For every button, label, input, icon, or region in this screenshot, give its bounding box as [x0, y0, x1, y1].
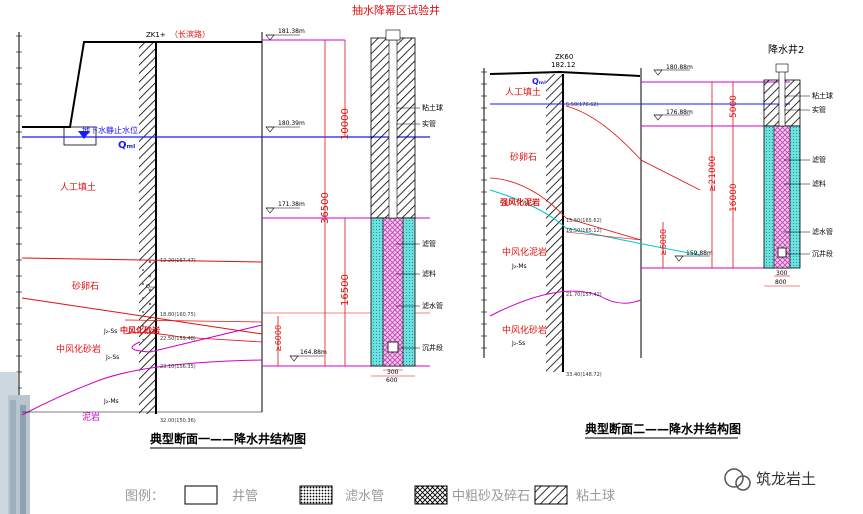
well-2-label-filter: 滤料	[812, 179, 826, 188]
boring-note: 12.20(167.47)	[160, 258, 196, 264]
top-elev: 182.12	[551, 61, 576, 69]
elevation-scale-right	[481, 68, 487, 358]
layer-fill-label: 人工填土	[60, 181, 96, 193]
boring-note-2: 15.50(165.62)	[566, 218, 602, 224]
q-label-mid: Qₘₗ	[146, 284, 154, 290]
water-level-label: 地下水静止水位	[82, 125, 138, 135]
layer-sandstone-label: 中风化砂岩	[56, 343, 101, 355]
section-2: ZK60 182.12 Qₘₗ 人工填土 砂卵石 强风化泥岩 中风化泥岩 中风化…	[481, 43, 833, 439]
borehole-column-hatch	[139, 42, 155, 414]
watermark-text: 筑龙岩土	[756, 470, 816, 488]
dim-16500: 16500	[340, 274, 351, 306]
layer2-sandstone-label: 中风化砂岩	[502, 324, 547, 336]
well-2-dim-300: 300	[776, 270, 788, 277]
legend-label-sand: 中粗砂及碎石	[452, 489, 530, 504]
well-1-dim-300: 300	[387, 369, 399, 376]
dim-36500: 36500	[320, 192, 331, 224]
layer2-fill-label: 人工填土	[505, 86, 541, 98]
well-2-label-sump: 沉井段	[812, 249, 833, 258]
section-1-title: 典型断面一——降水井结构图	[150, 431, 306, 446]
strata-code-2: J₂-Ss	[511, 340, 525, 347]
elevation-label-2: 176.88m	[666, 109, 693, 116]
ground-surface-line-2	[489, 70, 641, 77]
ground-surface-line	[22, 41, 262, 128]
watermark: 筑龙岩土	[724, 468, 816, 491]
boring-note: 32.00(150.36)	[160, 418, 196, 424]
layer-gravel-label: 砂卵石	[72, 280, 99, 292]
water-level-marker	[78, 131, 90, 139]
well-1-label-clayball: 粘土球	[422, 103, 443, 112]
boring-note-2: 21.70(157.42)	[566, 292, 602, 298]
elevation-marker-1: 181.38m	[262, 28, 345, 41]
boring-note-2: 5.50(176.62)	[566, 102, 599, 108]
boring-note: 23.10(156.35)	[160, 364, 196, 370]
dim-16000: 16000	[729, 183, 739, 212]
legend-label-clay: 粘土球	[576, 489, 615, 504]
pit-box	[63, 126, 97, 146]
well-2-label-screen: 滤管	[812, 155, 826, 164]
elevation-marker-2: 180.39m	[265, 120, 305, 133]
strata-code: J₂-Ss	[103, 328, 117, 335]
boring-note-2: 33.40(148.72)	[566, 372, 602, 378]
legend-swatch-clay	[534, 485, 568, 505]
well-1: 抽水降幂区试验井 300 600 粘土球 实管 滤管 滤料 滤水管 沉井段	[352, 3, 443, 384]
legend-swatch-pipe	[184, 485, 218, 505]
well-2-label-filterpipe: 滤水管	[812, 227, 833, 236]
dim-10000: 10000	[340, 108, 351, 140]
legend-label-screen: 滤水管	[345, 489, 384, 504]
dim-lines-right: 5000 ≥21000 16000 ≥6000	[659, 82, 739, 268]
legend-prefix: 图例：	[125, 489, 164, 504]
legend: 图例： 井管 滤水管 中粗砂及碎石 粘土球	[125, 485, 615, 505]
section-2-title: 典型断面二——降水井结构图	[585, 421, 741, 436]
strata-code: J₂-Ss	[105, 354, 119, 361]
legend-label-pipe: 井管	[232, 489, 258, 504]
elevation-scale-left	[16, 32, 22, 412]
dim-5000: 5000	[729, 95, 739, 118]
well-2-label-pipe: 实管	[812, 105, 826, 114]
top-code: ZK60	[555, 53, 573, 61]
legend-swatch-screen	[299, 485, 333, 505]
road-name: （长滨路）	[170, 29, 210, 39]
section-1: 地下水静止水位 Qₘₗ 人工填土 砂卵石 中风化砂岩 泥岩 J₂-Ss J₂-S…	[0, 3, 443, 514]
layer2-midmud-label: 中风化泥岩	[502, 246, 547, 258]
well-2-label-clayball: 粘土球	[812, 91, 833, 100]
boring-note: 18.80(160.75)	[160, 312, 196, 318]
elevation-label-2: 159.88m	[686, 250, 713, 257]
well-1-label-filterpipe: 滤水管	[422, 301, 443, 310]
borehole-column-hatch-2	[546, 74, 562, 372]
dim-6000-2: ≥6000	[659, 229, 668, 256]
well-2: 降水井2 300 800 粘土球 实管 滤管 滤料 滤水管 沉井段	[763, 43, 833, 287]
road-code: ZK1+	[146, 31, 166, 39]
dim-21000: ≥21000	[708, 156, 718, 192]
boring-note: 22.50(159.48)	[160, 336, 196, 342]
well-1-label-screen: 滤管	[422, 239, 436, 248]
elevation-label: 171.38m	[278, 201, 305, 208]
well-2-title: 降水井2	[768, 43, 804, 56]
well-1-label-filter: 滤料	[422, 269, 436, 278]
legend-swatch-sand	[414, 485, 448, 505]
elevation-marker-2-1: 180.88m	[641, 64, 790, 83]
well-1-label-sump: 沉井段	[422, 343, 443, 352]
well-1-title: 抽水降幂区试验井	[352, 3, 440, 17]
elevation-label-2: 180.88m	[666, 64, 693, 71]
q-label-left: Qₘₗ	[118, 140, 135, 151]
well-1-label-pipe: 实管	[422, 119, 436, 128]
layer-sandstone-label-small: 中风化砂岩	[120, 325, 160, 335]
dim-6000: ≥6000	[274, 325, 283, 352]
building-photo	[0, 372, 30, 514]
layer2-gravel-label: 砂卵石	[510, 151, 537, 163]
well-1-dim-600: 600	[386, 377, 398, 384]
elevation-label: 164.88m	[300, 349, 327, 356]
q-label-right: Qₘₗ	[532, 77, 546, 86]
well-2-dim-800: 800	[775, 279, 787, 286]
dim-lines-left: 10000 36500 16500 ≥6000	[274, 40, 351, 366]
boring-note-2: 16.50(165.12)	[566, 228, 602, 234]
layer-mudstone-label: 泥岩	[82, 411, 100, 423]
strata-code: J₂-Ms	[103, 398, 119, 405]
elevation-label: 180.39m	[278, 120, 305, 127]
elevation-label: 181.38m	[278, 28, 305, 35]
strata-code-2: J₂-Ms	[511, 263, 527, 270]
layer2-weathered-label: 强风化泥岩	[500, 197, 540, 207]
